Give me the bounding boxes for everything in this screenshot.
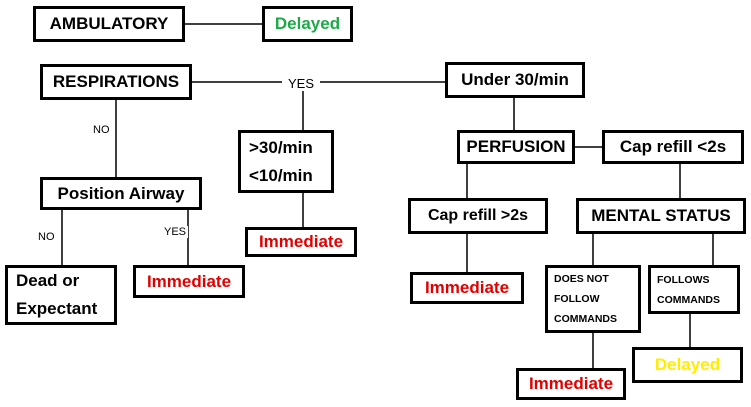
delayed-bottom-label: Delayed <box>654 355 721 374</box>
delayed-top-label: Delayed <box>274 14 341 33</box>
not-follow-line3-label: COMMANDS <box>554 313 617 325</box>
immediate-airway-label: Immediate <box>146 271 232 291</box>
ambulatory-label: AMBULATORY <box>49 14 169 33</box>
cap-refill-over-box: Cap refill >2s <box>408 198 548 234</box>
not-follow-line2-label: FOLLOW <box>554 293 600 305</box>
cap-refill-over-label: Cap refill >2s <box>427 207 529 224</box>
not-follow-line1-label: DOES NOT <box>554 273 609 285</box>
under-30-box: Under 30/min <box>445 62 585 98</box>
follows-line1-label: FOLLOWS <box>657 273 710 286</box>
immediate-airway-box: Immediate <box>133 265 245 298</box>
cap-refill-under-label: Cap refill <2s <box>619 137 727 156</box>
rate-under-label: <10/min <box>249 165 313 185</box>
immediate-mental-box: Immediate <box>516 368 626 400</box>
immediate-perfusion-label: Immediate <box>424 278 510 297</box>
ambulatory-box: AMBULATORY <box>33 6 185 42</box>
mental-status-box: MENTAL STATUS <box>576 198 746 234</box>
dead-expectant-box: Dead or Expectant <box>5 265 117 325</box>
rate-box: >30/min <10/min <box>238 130 334 193</box>
follows-commands-box: FOLLOWS COMMANDS <box>648 265 740 314</box>
yes-airway-label: YES <box>162 226 189 238</box>
rate-over-label: >30/min <box>249 137 313 157</box>
respirations-label: RESPIRATIONS <box>52 72 180 91</box>
no-airway-label: NO <box>36 231 57 243</box>
no-respirations-label: NO <box>91 124 112 136</box>
immediate-perfusion-box: Immediate <box>410 272 524 304</box>
mental-status-label: MENTAL STATUS <box>591 206 731 225</box>
position-airway-label: Position Airway <box>57 183 185 203</box>
does-not-follow-box: DOES NOT FOLLOW COMMANDS <box>545 265 641 333</box>
dead-line2-label: Expectant <box>16 299 98 318</box>
position-airway-box: Position Airway <box>40 177 202 210</box>
immediate-rate-box: Immediate <box>245 227 357 257</box>
perfusion-label: PERFUSION <box>466 137 566 156</box>
respirations-box: RESPIRATIONS <box>40 64 192 100</box>
yes-respirations-label: YES <box>282 76 321 91</box>
perfusion-box: PERFUSION <box>457 130 575 164</box>
immediate-mental-label: Immediate <box>528 374 614 393</box>
delayed-top-box: Delayed <box>262 6 353 42</box>
cap-refill-under-box: Cap refill <2s <box>602 130 744 164</box>
follows-line2-label: COMMANDS <box>657 293 720 306</box>
immediate-rate-label: Immediate <box>258 232 344 251</box>
under-30-label: Under 30/min <box>461 70 569 89</box>
delayed-bottom-box: Delayed <box>632 347 743 383</box>
dead-line1-label: Dead or <box>16 271 80 290</box>
